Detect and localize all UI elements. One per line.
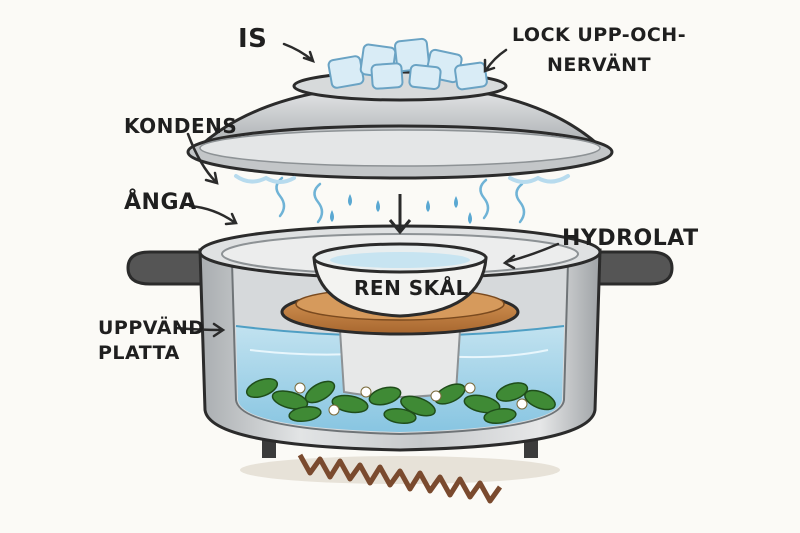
- burner-flames: [240, 438, 560, 504]
- label-plate-line1: UPPVÄND: [98, 317, 205, 339]
- inverted-lid: [186, 70, 614, 184]
- label-plate-line2: PLATTA: [98, 342, 180, 364]
- pot-handles: [126, 250, 674, 286]
- clean-bowl: [312, 242, 488, 318]
- label-lid-line1: LOCK UPP-OCH-: [512, 24, 687, 46]
- label-hydrosol: HYDROLAT: [562, 226, 699, 251]
- label-upturned-plate: UPPVÄND PLATTA: [98, 316, 205, 366]
- label-clean-bowl: REN SKÅL: [354, 276, 469, 300]
- label-ice: IS: [238, 24, 268, 54]
- condensation-drops: [330, 194, 472, 224]
- label-lid-upside-down: LOCK UPP-OCH- NERVÄNT: [512, 20, 686, 80]
- plants: [245, 377, 556, 425]
- bowl-stand: [338, 329, 462, 398]
- flowers: [294, 382, 528, 416]
- label-arrows: [174, 42, 560, 338]
- label-condensation: KONDENS: [124, 114, 238, 138]
- label-steam: ÅNGA: [124, 190, 197, 215]
- drip-arrow: [388, 194, 412, 235]
- ice-cubes: [327, 37, 488, 91]
- label-lid-line2: NERVÄNT: [547, 54, 652, 76]
- steam: [275, 176, 526, 224]
